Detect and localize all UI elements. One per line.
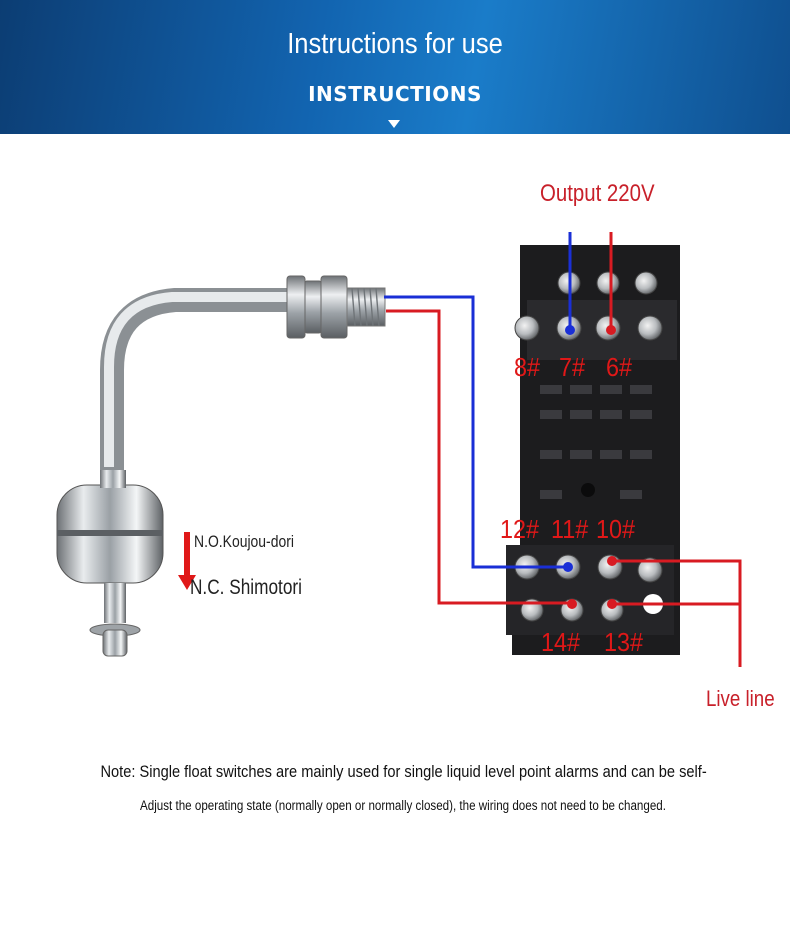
no-nc-arrow <box>178 532 196 590</box>
pin-12-label: 12# <box>500 514 540 544</box>
pin-10-label: 10# <box>596 514 636 544</box>
live-wire-10 <box>612 559 742 667</box>
output-220v-label: Output 220V <box>540 180 655 207</box>
down-arrow-icon <box>388 120 400 128</box>
wiring-diagram <box>56 232 742 667</box>
page-subtitle: INSTRUCTIONS <box>308 82 482 106</box>
wires <box>178 232 742 667</box>
relay-socket <box>506 245 680 655</box>
pin-14-label: 14# <box>541 627 581 657</box>
pin-7-label: 7# <box>559 352 586 382</box>
normally-open-label: N.O.Koujou-dori <box>194 532 294 551</box>
pin-8-label: 8# <box>514 352 541 382</box>
page-title: Instructions for use <box>287 28 503 60</box>
terminal-dots <box>563 325 617 609</box>
float-switch <box>56 275 386 657</box>
pin-6-label: 6# <box>606 352 633 382</box>
note-line-1: Note: Single float switches are mainly u… <box>100 762 707 781</box>
live-line-label: Live line <box>706 686 775 711</box>
note-line-2: Adjust the operating state (normally ope… <box>140 798 666 813</box>
blue-wire-float-to-11 <box>384 295 565 569</box>
red-wire-float-to-14 <box>386 309 569 605</box>
normally-closed-label: N.C. Shimotori <box>190 576 302 599</box>
header-banner: Instructions for use INSTRUCTIONS <box>0 0 790 134</box>
pin-13-label: 13# <box>604 627 644 657</box>
pin-11-label: 11# <box>551 514 589 544</box>
